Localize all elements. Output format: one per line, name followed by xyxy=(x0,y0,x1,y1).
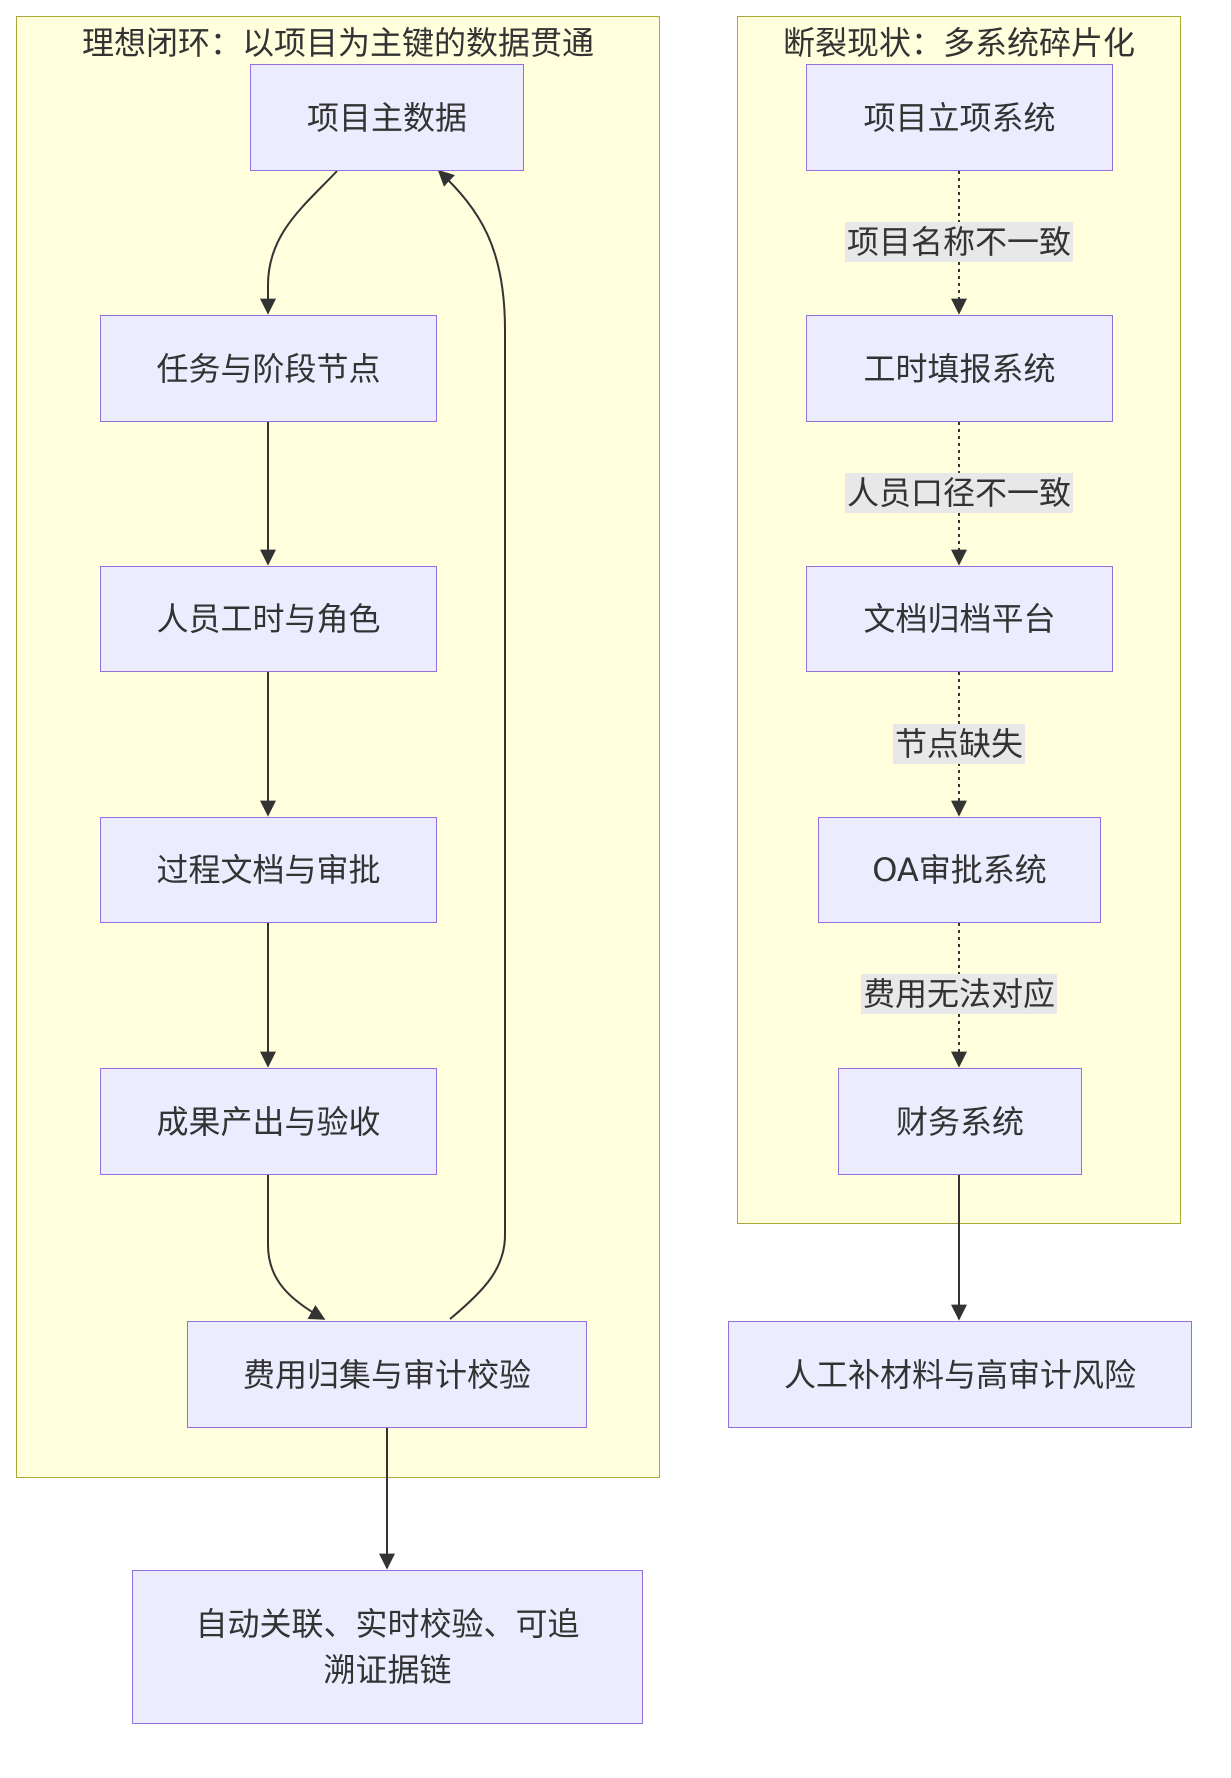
ideal-loop-cluster: 理想闭环：以项目为主键的数据贯通 xyxy=(16,16,660,1478)
node-archive-platform: 文档归档平台 xyxy=(806,566,1113,672)
node-initiation-system: 项目立项系统 xyxy=(806,64,1113,171)
node-deliverables: 成果产出与验收 xyxy=(100,1068,437,1175)
node-oa-system: OA审批系统 xyxy=(818,817,1101,923)
node-documents: 过程文档与审批 xyxy=(100,817,437,923)
node-outcome-broken: 人工补材料与高审计风险 xyxy=(728,1321,1192,1428)
edge-label-node-missing: 节点缺失 xyxy=(892,724,1026,764)
edge-label-project-name-mismatch: 项目名称不一致 xyxy=(844,222,1074,262)
broken-status-title: 断裂现状：多系统碎片化 xyxy=(782,24,1135,62)
node-outcome-ideal: 自动关联、实时校验、可追溯证据链 xyxy=(132,1570,643,1724)
node-cost-audit: 费用归集与审计校验 xyxy=(187,1321,587,1428)
edge-deliverables-to-cost xyxy=(267,1175,326,1320)
edge-cost-to-master xyxy=(437,169,506,1320)
node-personnel: 人员工时与角色 xyxy=(100,566,437,672)
edge-label-personnel-mismatch: 人员口径不一致 xyxy=(844,473,1074,513)
node-project-master: 项目主数据 xyxy=(250,64,524,171)
edge-label-cost-unmatched: 费用无法对应 xyxy=(860,974,1058,1014)
node-tasks: 任务与阶段节点 xyxy=(100,315,437,422)
node-timesheet-system: 工时填报系统 xyxy=(806,315,1113,422)
ideal-loop-title: 理想闭环：以项目为主键的数据贯通 xyxy=(81,24,594,62)
node-finance-system: 财务系统 xyxy=(838,1068,1082,1175)
edge-master-to-tasks xyxy=(260,170,338,315)
